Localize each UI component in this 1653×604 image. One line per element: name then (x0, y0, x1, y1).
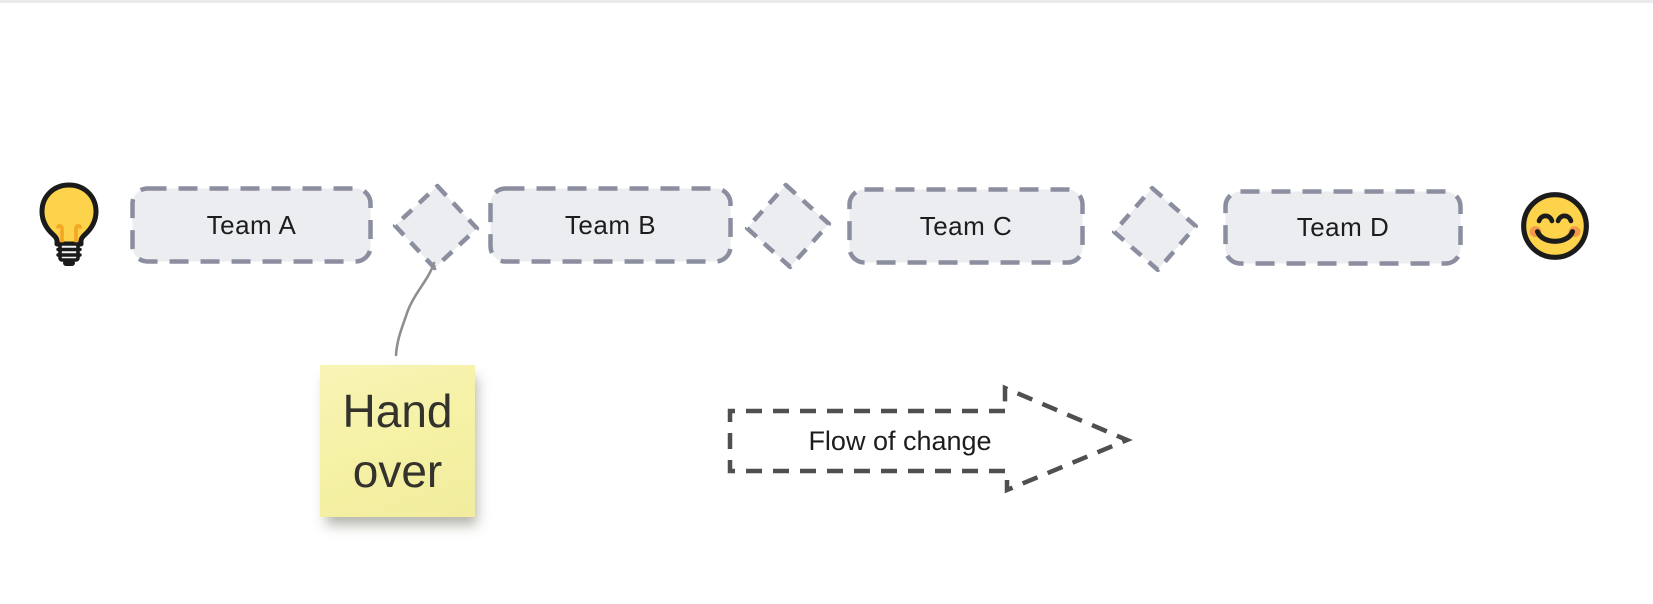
handover-sticky-note[interactable]: Hand over (320, 365, 475, 517)
team-d-label: Team D (1296, 212, 1390, 242)
dashed-box-border (1223, 189, 1463, 266)
dashed-box-border (847, 187, 1085, 265)
handoff-diamond-2[interactable] (740, 178, 837, 275)
team-c-shape[interactable]: Team C (847, 187, 1085, 265)
smiling-face-emoji[interactable] (1518, 189, 1592, 263)
team-b-label: Team B (564, 209, 657, 240)
lightbulb-icon (39, 182, 99, 266)
flow-of-change-label: Flow of change (808, 425, 992, 456)
diamond-shape (392, 183, 480, 271)
dashed-box-border (130, 186, 373, 264)
dashed-arrow-outline (727, 384, 1133, 494)
team-c-label: Team C (919, 210, 1013, 241)
handover-connector-line[interactable] (378, 249, 450, 369)
team-a-label: Team A (206, 209, 297, 240)
flow-of-change-arrow[interactable]: Flow of change (680, 371, 1155, 506)
dashed-box-border (488, 186, 733, 264)
team-d-shape[interactable]: Team D (1223, 189, 1463, 266)
diamond-shape (744, 182, 832, 270)
handoff-diamond-3[interactable] (1106, 180, 1204, 278)
diamond-shape (1111, 185, 1199, 273)
sticky-note-line-2: over (352, 445, 443, 497)
sticky-note-line-1: Hand (342, 385, 453, 437)
team-b-shape[interactable]: Team B (488, 186, 733, 264)
smiling-face-icon (1521, 192, 1589, 260)
team-a-shape[interactable]: Team A (130, 186, 373, 264)
handoff-diamond-1[interactable] (388, 179, 483, 274)
lightbulb-emoji[interactable] (36, 181, 102, 267)
